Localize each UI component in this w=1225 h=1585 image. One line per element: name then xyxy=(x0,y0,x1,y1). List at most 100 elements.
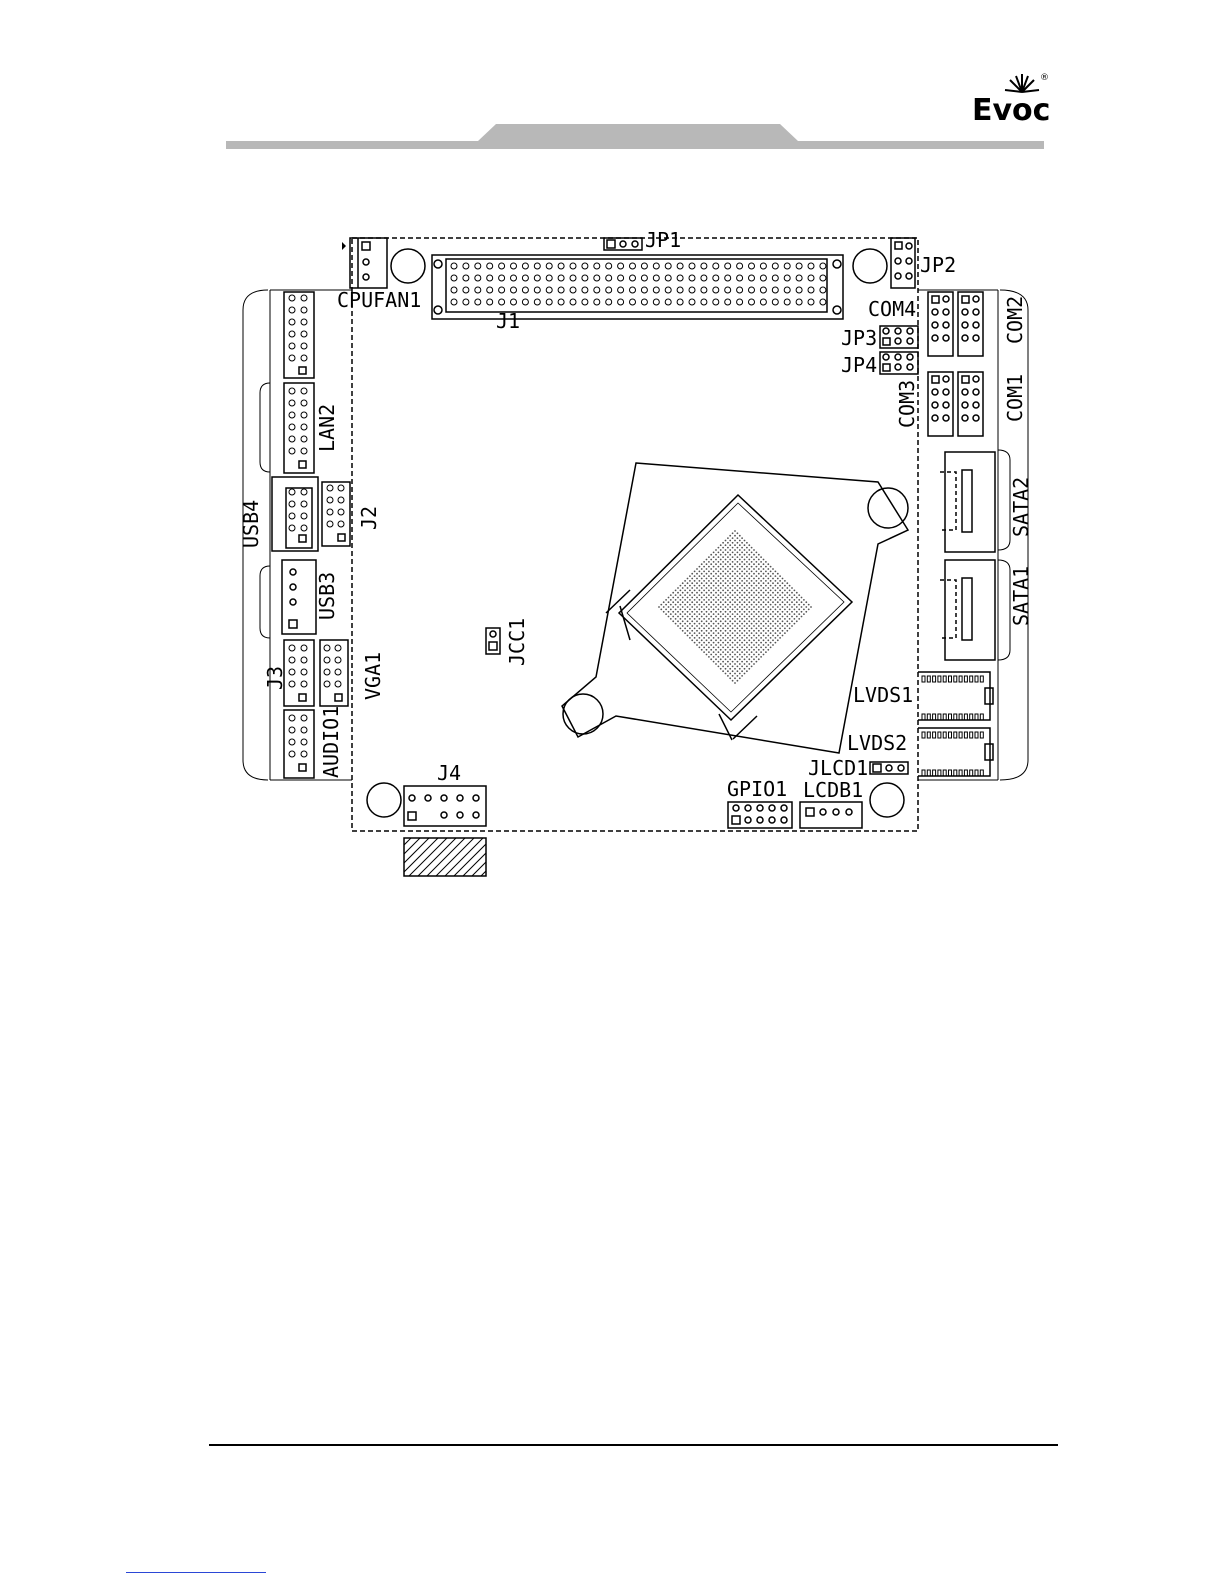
bga-ball xyxy=(746,651,748,653)
bga-ball xyxy=(777,573,779,575)
bga-ball xyxy=(694,594,696,596)
pin xyxy=(335,669,341,675)
bga-ball xyxy=(767,563,769,565)
bga-ball xyxy=(725,554,727,556)
bga-ball xyxy=(722,623,724,625)
pin xyxy=(606,299,612,305)
pin xyxy=(749,263,755,269)
bga-ball xyxy=(691,578,693,580)
bga-ball xyxy=(744,635,746,637)
pin xyxy=(594,275,600,281)
bga-ball xyxy=(765,594,767,596)
bga-ball xyxy=(737,623,739,625)
bga-ball xyxy=(753,625,755,627)
pin xyxy=(301,400,307,406)
pin xyxy=(301,739,307,745)
bga-ball xyxy=(760,642,762,644)
bga-ball xyxy=(701,611,703,613)
pin xyxy=(289,489,295,495)
bga-ball xyxy=(732,613,734,615)
bga-ball xyxy=(687,606,689,608)
bga-ball xyxy=(710,625,712,627)
bga-ball xyxy=(770,566,772,568)
label-com2: COM2 xyxy=(1003,296,1027,344)
bga-ball xyxy=(725,611,727,613)
bga-ball xyxy=(786,597,788,599)
bga-ball xyxy=(682,620,684,622)
bga-ball xyxy=(751,561,753,563)
bga-ball xyxy=(732,556,734,558)
bga-ball xyxy=(687,587,689,589)
bga-ball xyxy=(753,573,755,575)
bga-ball xyxy=(767,625,769,627)
bga-ball xyxy=(746,556,748,558)
bga-ball xyxy=(718,642,720,644)
bga-ball xyxy=(708,571,710,573)
bga-ball xyxy=(801,601,803,603)
pin xyxy=(630,263,636,269)
bga-ball xyxy=(715,654,717,656)
pin xyxy=(689,263,695,269)
bga-ball xyxy=(763,625,765,627)
bga-ball xyxy=(767,649,769,651)
bga-ball xyxy=(765,628,767,630)
bga-ball xyxy=(699,566,701,568)
pin xyxy=(737,275,743,281)
bga-ball xyxy=(739,568,741,570)
bga-ball xyxy=(684,604,686,606)
bga-ball xyxy=(772,635,774,637)
bga-ball xyxy=(696,639,698,641)
label-com1: COM1 xyxy=(1003,374,1027,422)
pin xyxy=(582,287,588,293)
bga-ball xyxy=(734,677,736,679)
bga-ball xyxy=(725,592,727,594)
jp4-jumper xyxy=(880,352,918,374)
pin xyxy=(701,299,707,305)
pin xyxy=(630,287,636,293)
bga-ball xyxy=(760,590,762,592)
bga-ball xyxy=(775,599,777,601)
bga-ball xyxy=(746,552,748,554)
bga-ball xyxy=(718,547,720,549)
bga-ball xyxy=(798,613,800,615)
bga-ball xyxy=(718,571,720,573)
bga-ball xyxy=(779,590,781,592)
pin xyxy=(301,681,307,687)
bga-ball xyxy=(741,613,743,615)
bga-ball xyxy=(737,594,739,596)
pin xyxy=(760,275,766,281)
bga-ball xyxy=(691,625,693,627)
bga-ball xyxy=(782,606,784,608)
lvds-pin xyxy=(970,770,973,776)
bga-ball xyxy=(741,537,743,539)
pin xyxy=(487,275,493,281)
bga-ball xyxy=(775,632,777,634)
pin xyxy=(335,645,341,651)
bga-ball xyxy=(756,552,758,554)
bga-ball xyxy=(732,532,734,534)
bga-ball xyxy=(779,580,781,582)
bga-ball xyxy=(779,628,781,630)
lvds-pin xyxy=(975,676,978,682)
bga-ball xyxy=(715,563,717,565)
bga-ball xyxy=(739,625,741,627)
bga-ball xyxy=(720,616,722,618)
bga-ball xyxy=(772,582,774,584)
bga-ball xyxy=(672,597,674,599)
bga-ball xyxy=(737,637,739,639)
bga-ball xyxy=(696,625,698,627)
bga-ball xyxy=(729,639,731,641)
bga-ball xyxy=(760,651,762,653)
bga-ball xyxy=(756,604,758,606)
bga-ball xyxy=(772,578,774,580)
bga-ball xyxy=(789,628,791,630)
bga-ball xyxy=(689,580,691,582)
bga-ball xyxy=(720,554,722,556)
bga-ball xyxy=(708,575,710,577)
bga-ball xyxy=(694,632,696,634)
bga-ball xyxy=(701,625,703,627)
footer-link-underline[interactable] xyxy=(126,1572,266,1573)
bga-ball xyxy=(665,609,667,611)
bga-ball xyxy=(696,568,698,570)
bga-ball xyxy=(677,611,679,613)
